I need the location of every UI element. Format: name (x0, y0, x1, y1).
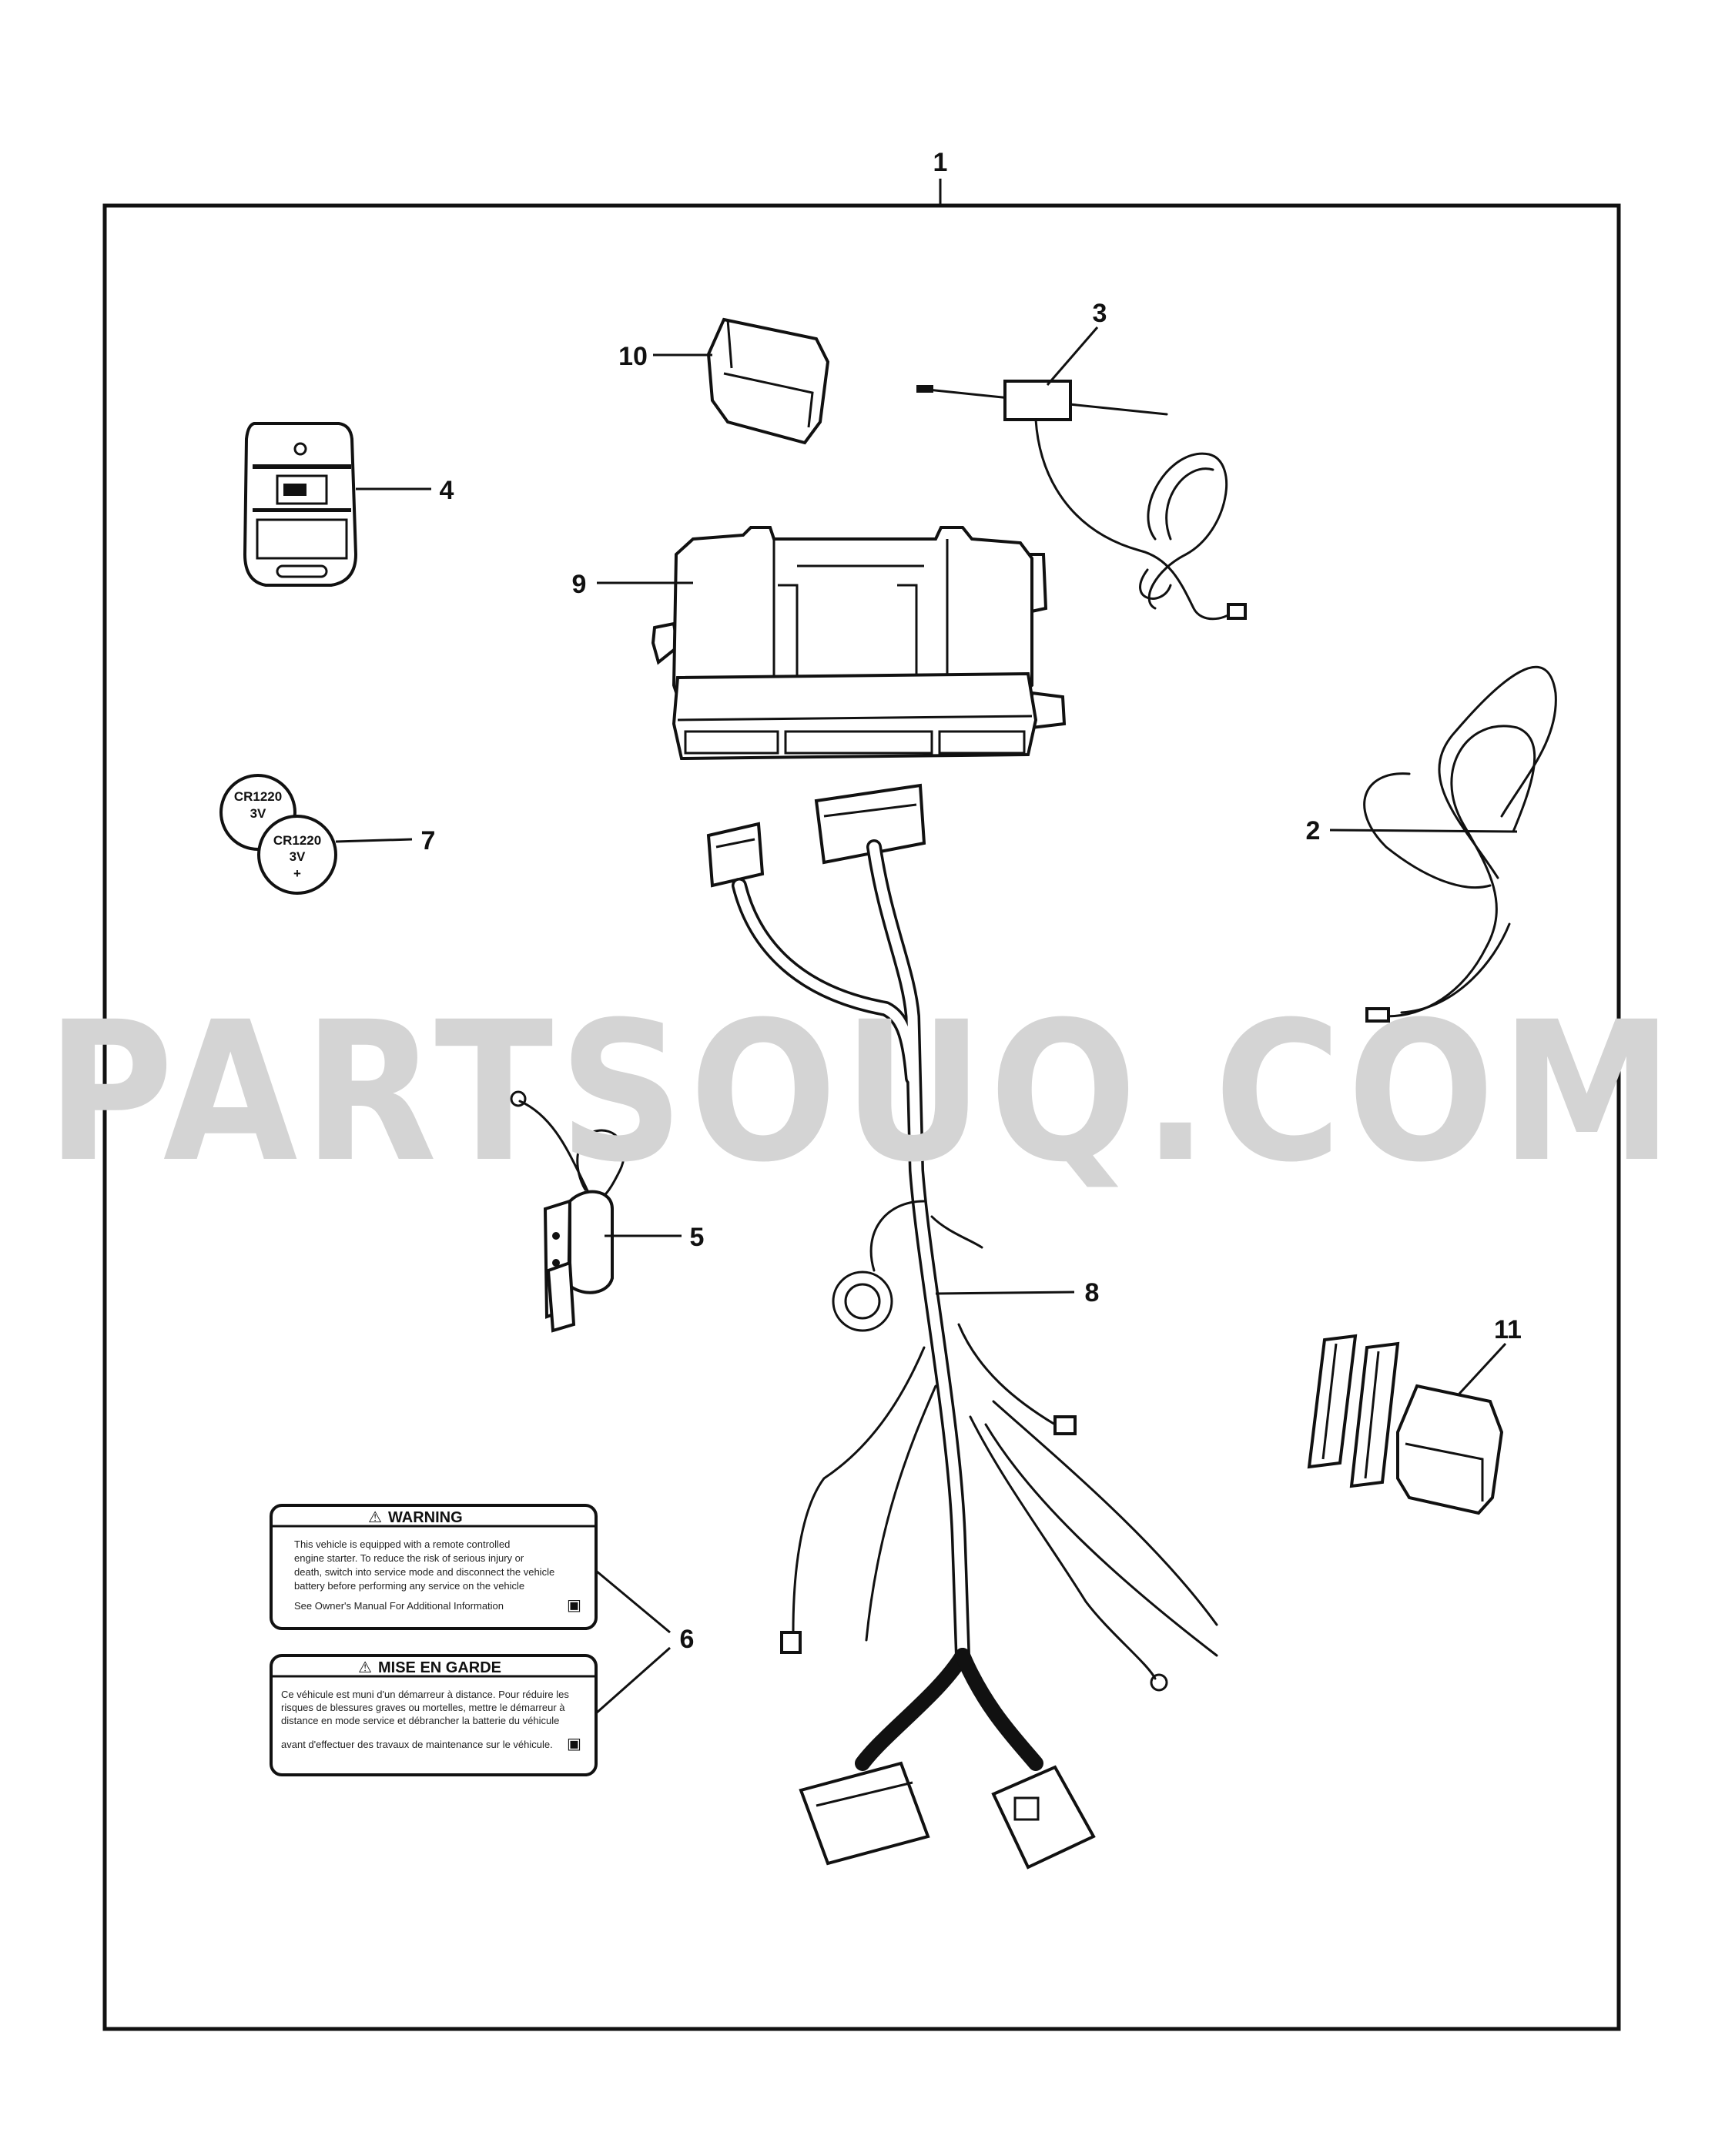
part-6-mise-en-garde-label: ⚠ MISE EN GARDE Ce véhicule est muni d'u… (270, 1654, 598, 1776)
part-6-warning-label: ⚠ WARNING This vehicle is equipped with … (270, 1504, 598, 1630)
svg-text:CR1220: CR1220 (234, 789, 282, 804)
part-3-antenna (916, 380, 1247, 621)
part-5-fuse-holder (510, 1090, 625, 1333)
leader-6a (595, 1569, 671, 1634)
svg-text:MISE EN GARDE: MISE EN GARDE (378, 1659, 501, 1676)
svg-text:See Owner's Manual For Additio: See Owner's Manual For Additional Inform… (294, 1600, 504, 1612)
svg-text:CR1220: CR1220 (273, 833, 321, 848)
part-11-cover-strips (1307, 1334, 1504, 1515)
callout-10[interactable]: 10 (618, 342, 648, 371)
svg-text:This vehicle is equipped with: This vehicle is equipped with a remote c… (294, 1538, 510, 1550)
kit-frame (102, 203, 1621, 2031)
svg-text:3V: 3V (290, 849, 306, 864)
svg-text:+: + (293, 866, 301, 881)
warning-icon: ⚠ (358, 1659, 372, 1676)
warning-icon: ⚠ (368, 1509, 382, 1526)
leader-11 (1458, 1342, 1507, 1395)
part-7-batteries: CR1220 3V CR1220 3V + (219, 774, 337, 895)
leader-7 (335, 838, 413, 843)
part-10-cover (706, 317, 830, 445)
callout-4[interactable]: 4 (440, 476, 454, 505)
callout-2[interactable]: 2 (1306, 816, 1321, 845)
svg-text:3V: 3V (250, 806, 266, 821)
watermark: PARTSOUQ.COM (46, 980, 1679, 1204)
callout-8[interactable]: 8 (1085, 1278, 1100, 1307)
callout-3[interactable]: 3 (1093, 299, 1107, 328)
svg-text:distance en mode service et dé: distance en mode service et débrancher l… (281, 1715, 559, 1726)
leader-2 (1329, 829, 1518, 833)
part-8-wiring-harness (706, 783, 1218, 1870)
manual-book-icon: ▣ (567, 1736, 581, 1753)
callout-5[interactable]: 5 (690, 1223, 705, 1252)
callout-7[interactable]: 7 (421, 826, 436, 855)
leader-6b (595, 1646, 671, 1715)
svg-text:risques de blessures graves ou: risques de blessures graves ou mortelles… (281, 1702, 565, 1713)
svg-text:Ce véhicule est muni d'un déma: Ce véhicule est muni d'un démarreur à di… (281, 1689, 569, 1700)
part-2-sensor-wire (1363, 665, 1557, 1023)
callout-1[interactable]: 1 (933, 148, 948, 177)
manual-book-icon: ▣ (567, 1597, 581, 1614)
part-9-control-module (651, 526, 1067, 761)
svg-text:avant d'effectuer des travaux: avant d'effectuer des travaux de mainten… (281, 1739, 553, 1750)
svg-text:WARNING: WARNING (388, 1509, 463, 1526)
callout-6[interactable]: 6 (680, 1625, 695, 1654)
leader-3 (1046, 326, 1099, 386)
leader-8 (935, 1291, 1075, 1295)
svg-text:death, switch into service mod: death, switch into service mode and disc… (294, 1566, 554, 1578)
callout-11[interactable]: 11 (1494, 1315, 1522, 1344)
svg-text:battery before performing any: battery before performing any service on… (294, 1580, 524, 1592)
svg-text:engine starter. To reduce the: engine starter. To reduce the risk of se… (294, 1552, 524, 1564)
callout-9[interactable]: 9 (572, 570, 587, 599)
part-4-remote-fob (243, 422, 358, 587)
